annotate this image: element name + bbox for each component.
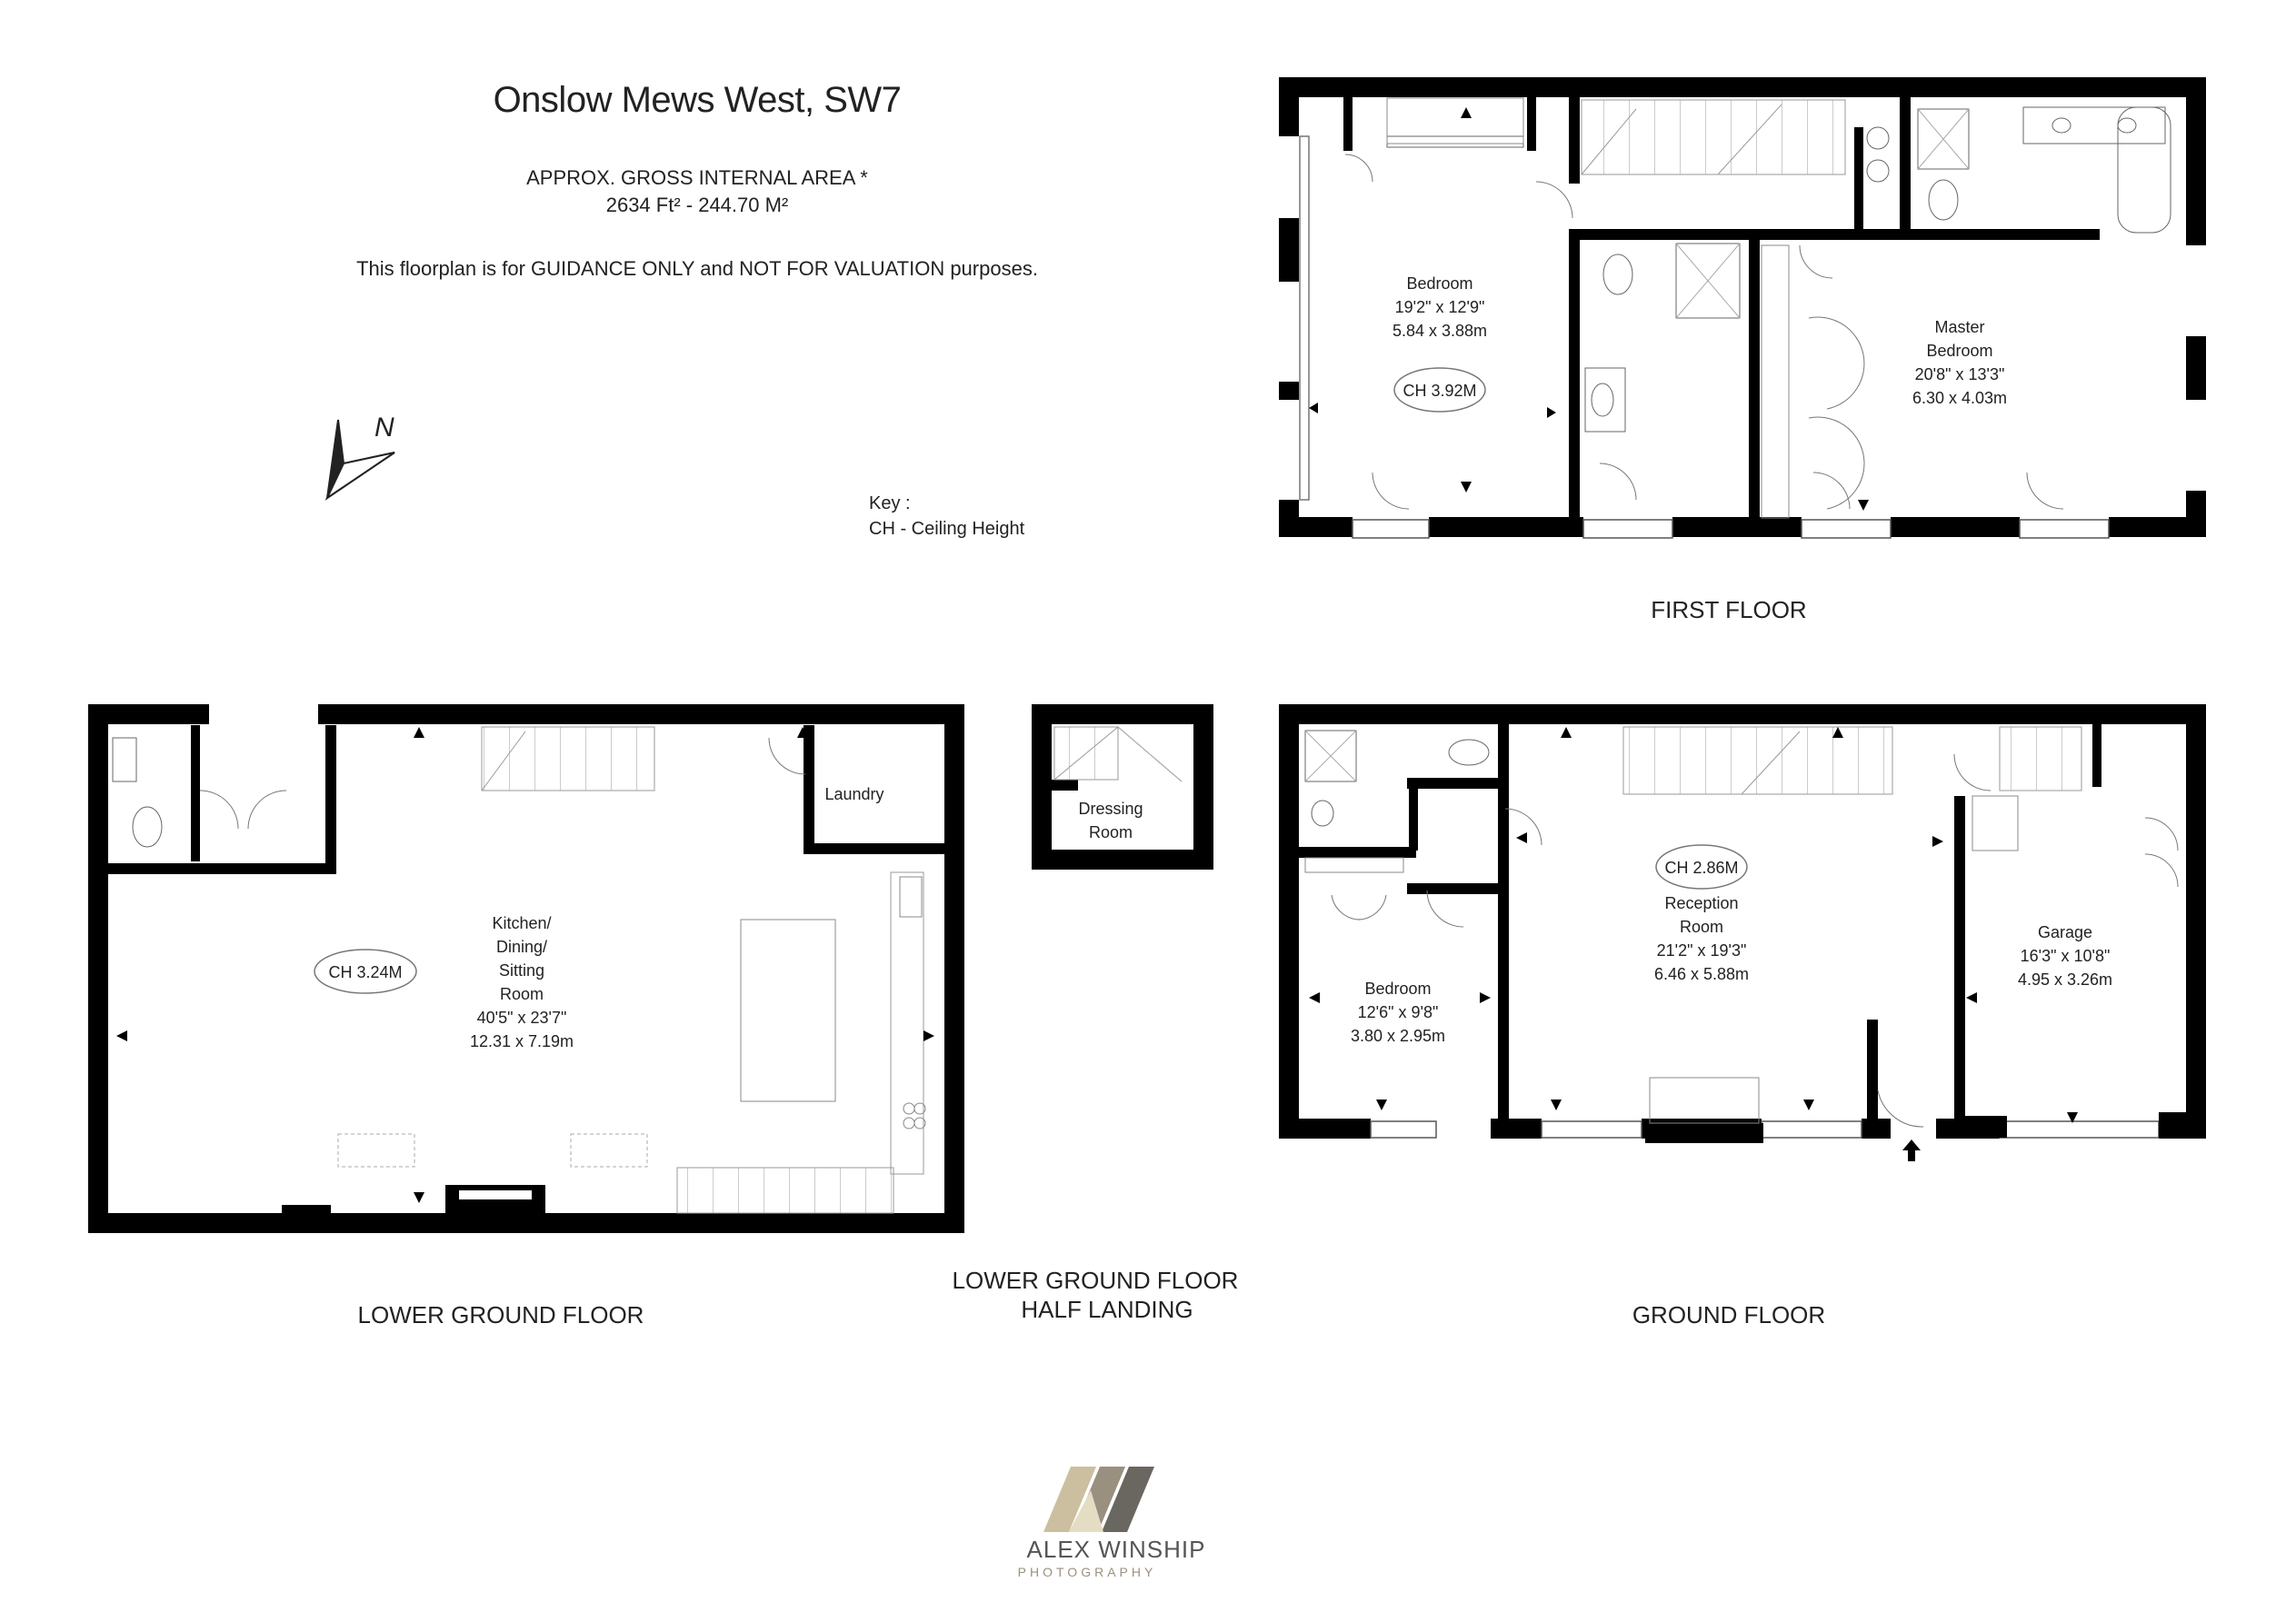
key-title: Key : — [869, 493, 911, 513]
ff-master-metric: 6.30 x 4.03m — [1912, 389, 2007, 407]
half-landing-label-line2: HALF LANDING — [1021, 1296, 1193, 1323]
gf-reception-name2: Room — [1680, 918, 1723, 936]
gf-reception-imperial: 21'2" x 19'3" — [1657, 941, 1747, 960]
ff-master-name1: Master — [1934, 318, 1984, 336]
lg-laundry-name: Laundry — [824, 785, 883, 803]
ff-bedroom-name: Bedroom — [1406, 274, 1472, 293]
lg-kitchen-name1: Kitchen/ — [492, 914, 551, 932]
compass-label: N — [374, 413, 394, 443]
ground-floor-plan — [1279, 704, 2206, 1161]
entrance-arrow-icon — [1902, 1139, 1921, 1161]
lg-kitchen-name2: Dining/ — [496, 938, 547, 956]
gf-reception-ch: CH 2.86M — [1664, 859, 1738, 877]
area-label: APPROX. GROSS INTERNAL AREA * — [526, 166, 868, 189]
ff-bedroom-ch: CH 3.92M — [1403, 382, 1476, 400]
lg-kitchen-name4: Room — [500, 985, 544, 1003]
lower-ground-floor-plan — [88, 704, 964, 1233]
disclaimer: This floorplan is for GUIDANCE ONLY and … — [356, 257, 1038, 280]
lg-kitchen-metric: 12.31 x 7.19m — [470, 1032, 574, 1050]
ch-ellipse-lower-ground — [314, 949, 417, 994]
gf-garage-name: Garage — [2038, 923, 2092, 941]
gf-bedroom-name: Bedroom — [1364, 980, 1431, 998]
first-floor-label: FIRST FLOOR — [1651, 596, 1807, 623]
hl-dressing-name1: Dressing — [1078, 800, 1143, 818]
half-landing-label-line1: LOWER GROUND FLOOR — [952, 1267, 1239, 1294]
ground-floor-label: GROUND FLOOR — [1632, 1301, 1826, 1328]
gf-bedroom-metric: 3.80 x 2.95m — [1351, 1027, 1445, 1045]
page-title: Onslow Mews West, SW7 — [493, 80, 902, 120]
lg-kitchen-ch: CH 3.24M — [328, 963, 402, 981]
gf-reception-metric: 6.46 x 5.88m — [1654, 965, 1749, 983]
area-value: 2634 Ft² - 244.70 M² — [605, 194, 789, 216]
ch-ellipse-first — [1393, 367, 1486, 413]
lg-kitchen-imperial: 40'5" x 23'7" — [477, 1009, 567, 1027]
gf-garage-metric: 4.95 x 3.26m — [2018, 970, 2112, 989]
logo-name: ALEX WINSHIP — [1026, 1536, 1206, 1563]
alex-winship-logo-icon — [1043, 1467, 1154, 1532]
gf-reception-name1: Reception — [1664, 894, 1738, 912]
first-floor-plan — [1279, 77, 2206, 539]
gf-bedroom-imperial: 12'6" x 9'8" — [1358, 1003, 1439, 1021]
key-item: CH - Ceiling Height — [869, 519, 1025, 539]
gf-garage-imperial: 16'3" x 10'8" — [2021, 947, 2111, 965]
half-landing-plan — [1032, 704, 1213, 870]
ff-master-name2: Bedroom — [1926, 342, 1992, 360]
ff-bedroom-imperial: 19'2" x 12'9" — [1395, 298, 1485, 316]
lower-ground-floor-label: LOWER GROUND FLOOR — [357, 1301, 644, 1328]
lg-kitchen-name3: Sitting — [499, 961, 544, 980]
compass-icon — [324, 419, 395, 501]
ff-bedroom-metric: 5.84 x 3.88m — [1393, 322, 1487, 340]
ch-ellipse-ground — [1655, 844, 1748, 890]
logo-sub: PHOTOGRAPHY — [1017, 1565, 1157, 1579]
ff-master-imperial: 20'8" x 13'3" — [1915, 365, 2005, 383]
hl-dressing-name2: Room — [1089, 823, 1133, 841]
